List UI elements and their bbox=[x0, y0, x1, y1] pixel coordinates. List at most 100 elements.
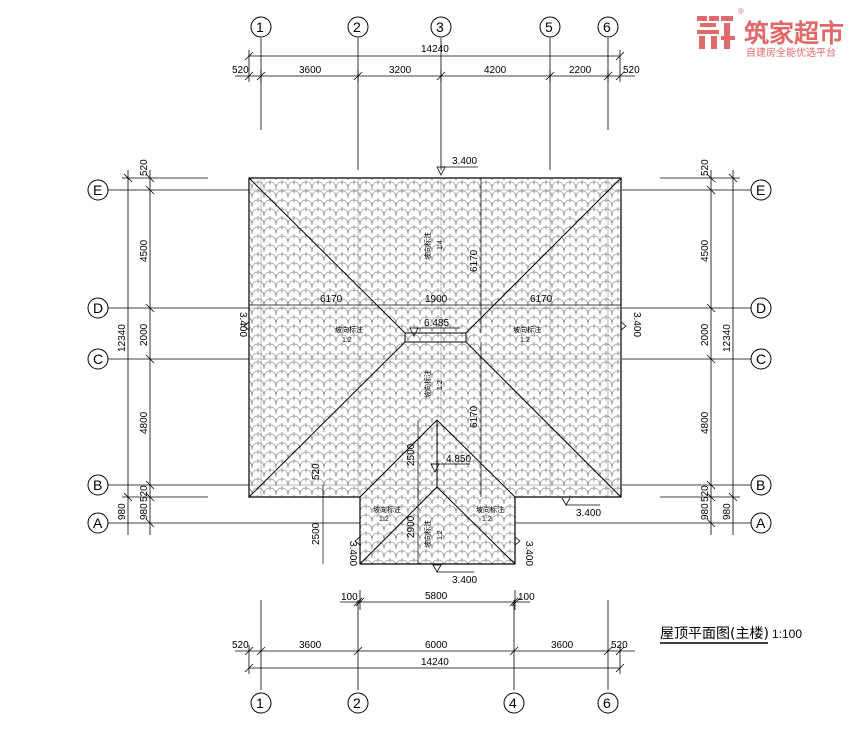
dim-left-520: 520 bbox=[139, 159, 150, 176]
elev-porch-right: 3.400 bbox=[523, 541, 534, 566]
axis-top-1: 1 bbox=[256, 19, 264, 35]
slope-porch-left-ratio: 1:2 bbox=[379, 516, 389, 523]
dim-bottom-4: 3600 bbox=[551, 640, 574, 651]
dim-top-total: 14240 bbox=[421, 44, 449, 55]
slope-porch-right-label: 坡向标注 bbox=[476, 505, 504, 514]
elev-porch-bottom: 3.400 bbox=[452, 575, 477, 586]
slope-center-label: 坡向标注 bbox=[423, 370, 432, 398]
slope-right-label: 坡向标注 bbox=[513, 325, 541, 334]
bottom-dimensions bbox=[235, 590, 635, 674]
slope-right-ratio: 1:2 bbox=[520, 337, 530, 344]
axis-left-A: A bbox=[93, 515, 103, 531]
dim-right-980b: 980 bbox=[722, 503, 733, 520]
roof-internal-dims bbox=[249, 178, 621, 564]
dim-top-1: 520 bbox=[232, 65, 249, 76]
top-axis-bubbles bbox=[250, 16, 619, 38]
dim-vtop-6170: 6170 bbox=[469, 249, 480, 272]
left-dimensions bbox=[122, 170, 208, 535]
elev-ridge: 6.485 bbox=[424, 318, 449, 329]
axis-top-5: 5 bbox=[545, 19, 553, 35]
slope-top-label: 坡向标注 bbox=[423, 232, 432, 260]
registered-mark: ® bbox=[738, 7, 744, 16]
elev-eave-right: 3.400 bbox=[576, 508, 601, 519]
dim-right-520: 520 bbox=[700, 159, 711, 176]
axis-bottom-2: 2 bbox=[353, 695, 361, 711]
dim-top-5: 2200 bbox=[569, 65, 592, 76]
dim-porch-2500: 2500 bbox=[406, 443, 417, 466]
dim-porch-2900: 2900 bbox=[406, 515, 417, 538]
drawing-title: 屋顶平面图(主楼) 1:100 bbox=[660, 626, 802, 644]
slope-left-label: 坡向标注 bbox=[335, 325, 363, 334]
elev-porch-ridge: 4.850 bbox=[446, 454, 471, 465]
dim-right-6170: 6170 bbox=[530, 294, 553, 305]
axis-right-A: A bbox=[756, 515, 766, 531]
logo-slogan: 自建房全能优选平台 bbox=[746, 46, 836, 59]
dim-left-4800: 4800 bbox=[139, 411, 150, 434]
elev-left: 3.400 bbox=[237, 312, 248, 337]
slope-porch-right-ratio: 1:2 bbox=[482, 516, 492, 523]
logo-mark-icon bbox=[697, 16, 735, 49]
dim-left-6170: 6170 bbox=[320, 294, 343, 305]
elevation-markers bbox=[243, 166, 627, 573]
dim-porch-2500b: 2500 bbox=[311, 522, 322, 545]
axis-top-6: 6 bbox=[603, 19, 611, 35]
slope-porch-center-label: 坡向标注 bbox=[423, 520, 432, 548]
axis-top-2: 2 bbox=[353, 19, 361, 35]
dim-porch-520: 520 bbox=[311, 463, 322, 480]
elev-right: 3.400 bbox=[631, 312, 642, 337]
dim-bottom-1: 520 bbox=[232, 640, 249, 651]
dim-left-520b: 520 bbox=[139, 485, 150, 502]
dim-right-total: 12340 bbox=[722, 324, 733, 352]
axis-left-B: B bbox=[93, 477, 102, 493]
right-dimensions bbox=[660, 170, 740, 535]
dim-porch-width: 5800 bbox=[425, 591, 448, 602]
axis-right-D: D bbox=[756, 300, 766, 316]
slope-left-ratio: 1:2 bbox=[342, 337, 352, 344]
axis-left-D: D bbox=[93, 300, 103, 316]
slope-porch-center-ratio: 1:2 bbox=[437, 530, 444, 540]
dim-right-520b: 520 bbox=[700, 485, 711, 502]
dim-left-4500: 4500 bbox=[139, 239, 150, 262]
dim-right-4800: 4800 bbox=[700, 411, 711, 434]
dim-bottom-2: 3600 bbox=[299, 640, 322, 651]
axis-bottom-6: 6 bbox=[603, 695, 611, 711]
dim-top-3: 3200 bbox=[389, 65, 412, 76]
dim-porch-left: 100 bbox=[341, 592, 358, 603]
dim-right-980: 980 bbox=[700, 503, 711, 520]
dim-vbottom-6170: 6170 bbox=[469, 405, 480, 428]
axis-bottom-1: 1 bbox=[256, 695, 264, 711]
dim-left-980: 980 bbox=[139, 503, 150, 520]
brand-logo: 筑家超市 自建房全能优选平台 ® bbox=[697, 7, 844, 59]
dim-left-980b: 980 bbox=[117, 503, 128, 520]
dim-top-2: 3600 bbox=[299, 65, 322, 76]
slope-center-ratio: 1:2 bbox=[437, 380, 444, 390]
elev-porch-left: 3.400 bbox=[347, 541, 358, 566]
dim-left-total: 12340 bbox=[117, 324, 128, 352]
roof-plan bbox=[248, 177, 622, 565]
right-axis-bubbles bbox=[750, 179, 772, 534]
elev-top: 3.400 bbox=[452, 156, 477, 167]
axis-right-B: B bbox=[756, 477, 765, 493]
dim-porch-right: 100 bbox=[518, 592, 535, 603]
slope-porch-left-label: 坡向标注 bbox=[373, 505, 401, 514]
dim-top-6: 520 bbox=[623, 65, 640, 76]
top-dimensions bbox=[235, 50, 635, 82]
axis-right-E: E bbox=[756, 182, 765, 198]
drawing-title-text: 屋顶平面图(主楼) bbox=[660, 626, 769, 642]
axis-left-C: C bbox=[93, 351, 103, 367]
dim-bottom-total: 14240 bbox=[421, 657, 449, 668]
axis-bottom-4: 4 bbox=[509, 695, 517, 711]
dim-right-2000: 2000 bbox=[700, 323, 711, 346]
axis-top-3: 3 bbox=[436, 19, 444, 35]
dim-bottom-5: 520 bbox=[611, 640, 628, 651]
dim-left-2000: 2000 bbox=[139, 323, 150, 346]
dim-top-4: 4200 bbox=[484, 65, 507, 76]
dim-right-4500: 4500 bbox=[700, 239, 711, 262]
logo-name: 筑家超市 bbox=[744, 19, 844, 48]
slope-top-ratio: 1:4 bbox=[437, 240, 444, 250]
dim-bottom-3: 6000 bbox=[425, 640, 448, 651]
drawing-scale: 1:100 bbox=[772, 627, 802, 641]
axis-right-C: C bbox=[756, 351, 766, 367]
slope-labels: 坡向标注 1:4 坡向标注 1:2 坡向标注 1:2 坡向标注 1:2 坡向标注… bbox=[335, 232, 541, 548]
left-axis-bubbles bbox=[87, 179, 109, 534]
